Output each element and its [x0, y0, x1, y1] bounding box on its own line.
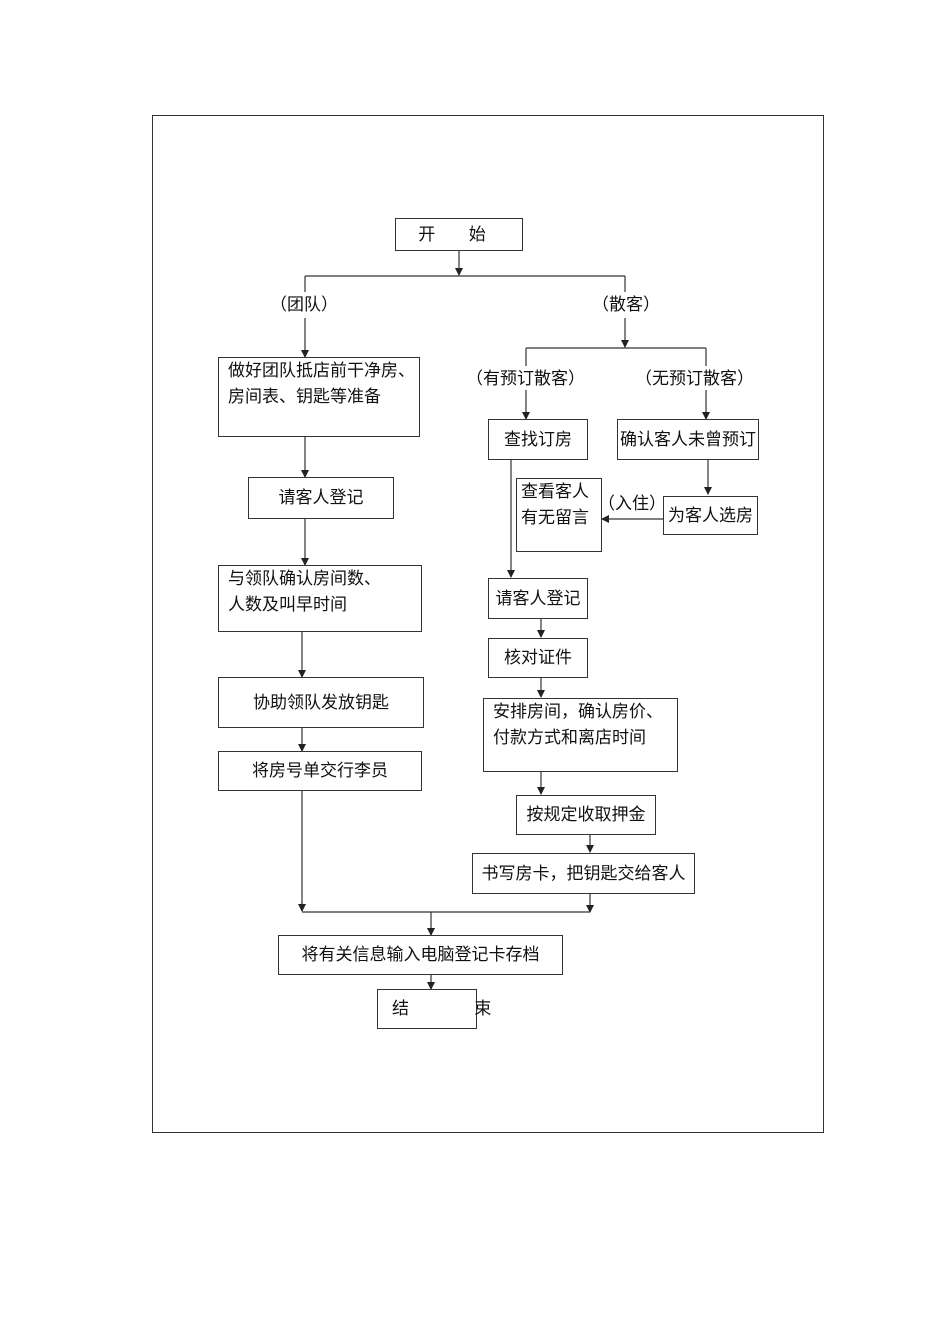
- confirm-no-booking-node: 确认客人未曾预订: [617, 419, 759, 460]
- group-register-text: 请客人登记: [278, 488, 364, 508]
- find-booking-text: 查找订房: [504, 429, 572, 450]
- record-text: 将有关信息输入电脑登记卡存档: [301, 945, 540, 965]
- group-baggage-node: 将房号单交行李员: [218, 751, 422, 791]
- deposit-text: 按规定收取押金: [526, 805, 646, 825]
- diagram-frame: [152, 115, 824, 1133]
- label-checkin: （入住）: [598, 493, 666, 515]
- label-booked: （有预订散客）: [466, 368, 585, 390]
- start-text: 开 始: [418, 224, 500, 245]
- room-card-text: 书写房卡，把钥匙交给客人: [481, 863, 686, 884]
- room-card-node: 书写房卡，把钥匙交给客人: [472, 853, 695, 894]
- group-prep-line2: 房间表、钥匙等准备: [228, 387, 381, 407]
- start-node: 开 始: [395, 218, 523, 251]
- check-message-line1: 查看客人: [521, 482, 589, 502]
- verify-id-text: 核对证件: [504, 648, 572, 668]
- choose-room-text: 为客人选房: [668, 505, 753, 526]
- group-register-node: 请客人登记: [248, 477, 394, 519]
- end-node: 结 束: [377, 989, 491, 1029]
- group-confirm-line2: 人数及叫早时间: [228, 595, 347, 615]
- arrange-room-line1: 安排房间，确认房价、: [493, 702, 663, 722]
- individual-register-text: 请客人登记: [495, 588, 581, 609]
- check-message-line2: 有无留言: [521, 508, 589, 528]
- label-group: （团队）: [270, 294, 338, 316]
- find-booking-node: 查找订房: [488, 419, 588, 460]
- label-individual: （散客）: [592, 294, 660, 316]
- group-baggage-text: 将房号单交行李员: [252, 761, 388, 781]
- verify-id-node: 核对证件: [488, 638, 588, 678]
- arrange-room-line2: 付款方式和离店时间: [493, 728, 646, 748]
- check-message-node: 查看客人 有无留言: [516, 478, 602, 552]
- group-prep-node: 做好团队抵店前干净房、 房间表、钥匙等准备: [218, 357, 420, 437]
- record-node: 将有关信息输入电脑登记卡存档: [278, 935, 563, 975]
- confirm-no-booking-text: 确认客人未曾预订: [620, 429, 756, 450]
- deposit-node: 按规定收取押金: [516, 795, 656, 835]
- arrange-room-node: 安排房间，确认房价、 付款方式和离店时间: [483, 698, 678, 772]
- group-prep-line1: 做好团队抵店前干净房、: [228, 361, 415, 381]
- individual-register-node: 请客人登记: [488, 578, 588, 619]
- group-key-text: 协助领队发放钥匙: [253, 692, 389, 713]
- label-unbooked: （无预订散客）: [635, 368, 754, 390]
- group-key-node: 协助领队发放钥匙: [218, 677, 424, 728]
- choose-room-node: 为客人选房: [663, 496, 758, 535]
- group-confirm-line1: 与领队确认房间数、: [228, 569, 381, 589]
- group-confirm-node: 与领队确认房间数、 人数及叫早时间: [218, 565, 422, 632]
- end-text: 结 束: [392, 999, 522, 1019]
